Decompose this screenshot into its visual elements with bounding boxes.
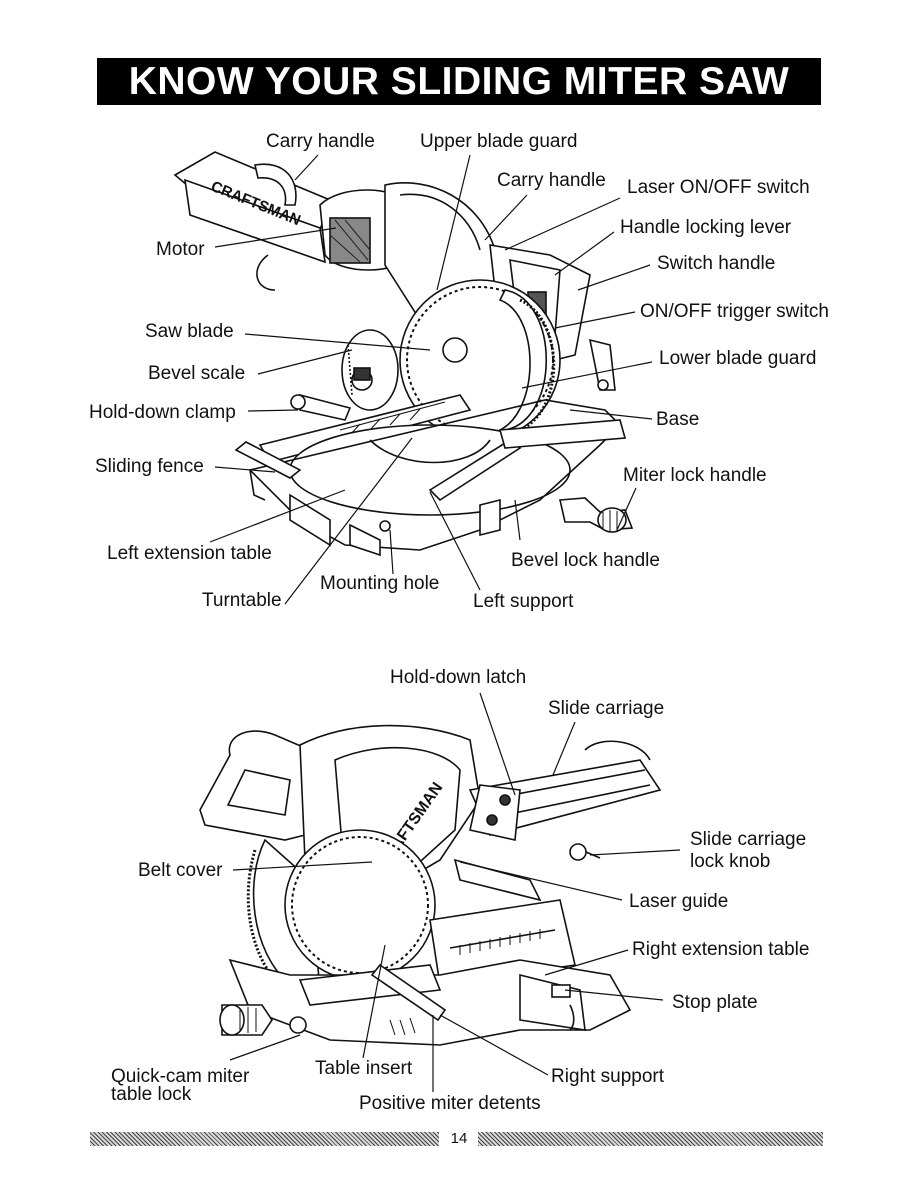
label-hold-down-latch: Hold-down latch (390, 667, 527, 688)
label-trigger-switch: ON/OFF trigger switch (640, 301, 829, 322)
footer-hatch-right (478, 1132, 823, 1146)
label-mounting-hole: Mounting hole (320, 573, 440, 594)
label-bevel-scale: Bevel scale (148, 363, 246, 384)
label-table-insert: Table insert (315, 1058, 413, 1079)
label-upper-blade-guard: Upper blade guard (420, 131, 578, 152)
label-laser-switch: Laser ON/OFF switch (627, 177, 810, 198)
label-switch-handle: Switch handle (657, 253, 776, 274)
label-slide-carriage-lock-knob-line2: lock knob (690, 851, 771, 872)
label-quick-cam-line2: table lock (111, 1084, 192, 1105)
label-handle-locking-lever: Handle locking lever (620, 217, 792, 238)
label-stop-plate: Stop plate (672, 992, 758, 1013)
label-positive-miter-detents: Positive miter detents (359, 1093, 541, 1114)
label-base: Base (656, 409, 700, 430)
label-belt-cover: Belt cover (138, 860, 223, 881)
label-carry-handle: Carry handle (266, 131, 375, 152)
label-right-support: Right support (551, 1066, 665, 1087)
label-left-support: Left support (473, 591, 574, 612)
label-sliding-fence: Sliding fence (95, 456, 204, 477)
label-laser-guide: Laser guide (629, 891, 729, 912)
page-number: 14 (450, 1130, 468, 1147)
label-lower-blade-guard: Lower blade guard (659, 348, 817, 369)
label-slide-carriage-lock-knob-line1: Slide carriage (690, 829, 807, 850)
label-motor: Motor (156, 239, 205, 260)
label-hold-down-clamp: Hold-down clamp (89, 402, 236, 423)
label-carry-handle-2: Carry handle (497, 170, 606, 191)
label-quick-cam-line1: Quick-cam miter (111, 1066, 250, 1087)
footer-hatch-left (90, 1132, 439, 1146)
label-saw-blade: Saw blade (145, 321, 234, 342)
label-turntable: Turntable (202, 590, 282, 611)
label-right-extension-table: Right extension table (632, 939, 810, 960)
label-miter-lock-handle: Miter lock handle (623, 465, 767, 486)
sliding-miter-saw-front-illustration: CRAFTSMAN (173, 151, 653, 605)
title-bar: KNOW YOUR SLIDING MITER SAW (97, 58, 821, 105)
label-left-extension-table: Left extension table (107, 543, 272, 564)
label-bevel-lock-handle: Bevel lock handle (511, 550, 660, 571)
page-title: KNOW YOUR SLIDING MITER SAW (128, 59, 790, 103)
label-slide-carriage: Slide carriage (548, 698, 665, 719)
